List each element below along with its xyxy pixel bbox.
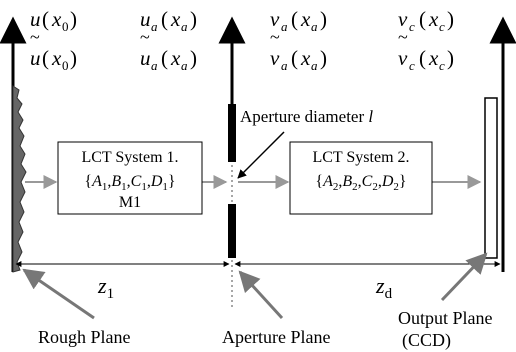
svg-text:~: ~ (30, 27, 40, 47)
svg-text:): ) (70, 46, 77, 70)
aperture-plane-pointer (238, 270, 284, 320)
field-label-va: v a ( x a ) ~ v a ( x a ) (270, 7, 327, 73)
output-plane-ccd-label: (CCD) (402, 330, 451, 351)
lct1-name: M1 (119, 194, 141, 211)
svg-text:a: a (181, 58, 188, 73)
svg-text:0: 0 (62, 19, 69, 34)
z1-label: z1 (97, 273, 114, 302)
aperture-upper-bar (228, 104, 236, 162)
svg-text:c: c (409, 19, 415, 34)
lct-system-1: LCT System 1. {A1,B1,C1,D1} M1 (57, 141, 203, 215)
aperture-diameter-label: Aperture diameter l (240, 107, 373, 126)
svg-text:a: a (151, 58, 158, 73)
aperture-plane-label: Aperture Plane (222, 327, 330, 347)
svg-text:v: v (270, 7, 280, 31)
svg-text:x: x (428, 7, 439, 31)
field-label-ua: u a ( x a ) ~ u a ( x a ) (140, 7, 197, 73)
field-label-vc: v c ( x c ) ~ v c ( x c ) (398, 7, 454, 73)
svg-text:v: v (270, 46, 280, 70)
svg-text:0: 0 (62, 58, 69, 73)
svg-text:c: c (439, 19, 445, 34)
lct-system-2: LCT System 2. {A2,B2,C2,D2} (289, 141, 433, 215)
svg-text:v: v (398, 46, 408, 70)
svg-text:x: x (170, 7, 181, 31)
rough-plane-pointer (22, 268, 95, 320)
svg-text:a: a (281, 19, 288, 34)
lct2-params: {A2,B2,C2,D2} (315, 173, 406, 193)
svg-text:(: ( (291, 7, 298, 31)
svg-text:): ) (190, 7, 197, 31)
lct2-title: LCT System 2. (312, 149, 409, 166)
ccd-sensor (484, 97, 498, 259)
svg-text:): ) (320, 46, 327, 70)
lct1-params: {A1,B1,C1,D1} (84, 173, 175, 193)
svg-text:v: v (398, 7, 408, 31)
svg-text:a: a (281, 58, 288, 73)
lct1-title: LCT System 1. (81, 149, 178, 166)
svg-text:(: ( (419, 46, 426, 70)
svg-text:(: ( (42, 7, 49, 31)
svg-text:): ) (447, 46, 454, 70)
output-plane-label: Output Plane (398, 308, 493, 328)
svg-text:c: c (439, 58, 445, 73)
svg-text:x: x (51, 46, 62, 70)
svg-text:x: x (428, 46, 439, 70)
svg-text:c: c (409, 58, 415, 73)
svg-text:(: ( (161, 46, 168, 70)
svg-text:): ) (70, 7, 77, 31)
svg-text:): ) (447, 7, 454, 31)
svg-text:x: x (300, 7, 311, 31)
svg-text:a: a (311, 19, 318, 34)
aperture-lower-bar (228, 204, 236, 258)
svg-text:(: ( (291, 46, 298, 70)
svg-text:~: ~ (140, 27, 150, 47)
svg-text:x: x (51, 7, 62, 31)
svg-text:a: a (151, 19, 158, 34)
svg-text:x: x (170, 46, 181, 70)
svg-text:u: u (30, 46, 41, 70)
rough-plane-label: Rough Plane (38, 327, 131, 347)
zd-label: zd (375, 273, 393, 302)
svg-text:u: u (140, 7, 151, 31)
svg-text:(: ( (42, 46, 49, 70)
output-plane-pointer (440, 252, 488, 302)
field-label-u0: u ( x 0 ) ~ u ( x 0 ) (30, 7, 77, 73)
svg-text:a: a (311, 58, 318, 73)
svg-text:u: u (30, 7, 41, 31)
svg-text:~: ~ (398, 27, 408, 47)
aperture-diameter-pointer (237, 131, 285, 179)
svg-text:x: x (300, 46, 311, 70)
svg-text:u: u (140, 46, 151, 70)
rough-surface (12, 85, 27, 273)
svg-text:): ) (320, 7, 327, 31)
svg-text:a: a (181, 19, 188, 34)
svg-text:(: ( (419, 7, 426, 31)
svg-text:~: ~ (270, 27, 280, 47)
svg-text:(: ( (161, 7, 168, 31)
svg-text:): ) (190, 46, 197, 70)
